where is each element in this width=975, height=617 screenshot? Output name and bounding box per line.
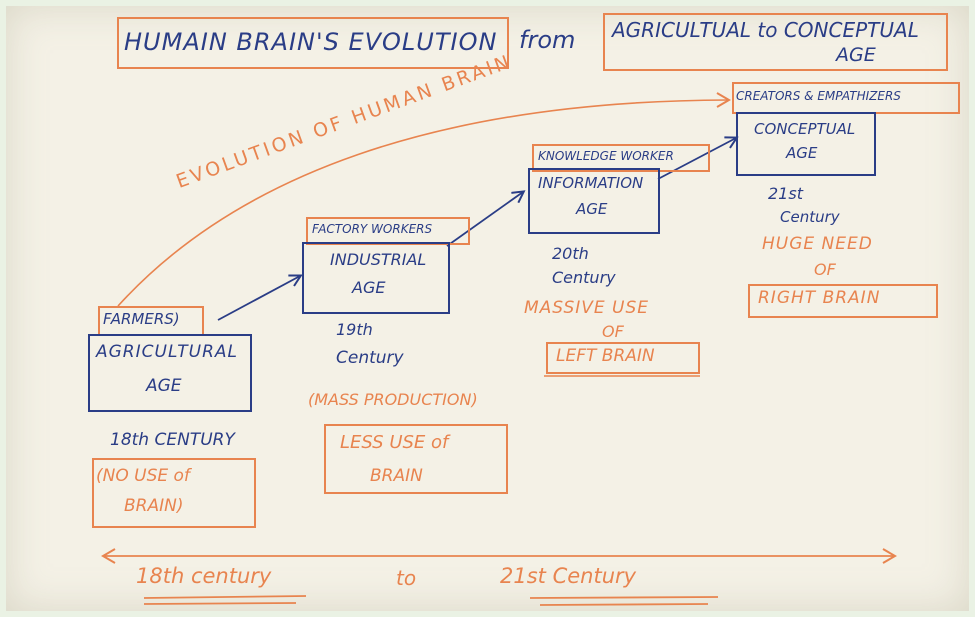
paper-sheet: HUMAIN BRAIN'S EVOLUTION from AGRICULTUA… (6, 6, 969, 611)
title-box-left (117, 17, 509, 69)
conceptual-century-line2: Century (780, 208, 840, 226)
industrial-note-line2: BRAIN (370, 466, 423, 486)
knowledge-worker-box (532, 144, 710, 172)
information-age-box (528, 168, 660, 234)
factory-workers-label: FACTORY WORKERS (312, 222, 433, 236)
agricultural-note-line2: BRAIN) (124, 496, 184, 516)
conceptual-note-line2: OF (814, 260, 836, 279)
conceptual-age-box (736, 112, 876, 176)
information-note-line3: LEFT BRAIN (556, 346, 655, 366)
conceptual-age-line1: CONCEPTUAL (754, 120, 856, 138)
timeline-start: 18th century (136, 564, 272, 588)
information-century-line2: Century (552, 268, 616, 287)
industrial-century-line2: Century (336, 348, 404, 368)
diagram-strokes (101, 13, 948, 606)
industrial-age-line2: AGE (352, 278, 386, 297)
knowledge-worker-label: KNOWLEDGE WORKER (538, 149, 674, 163)
title-from: from (519, 26, 576, 54)
agricultural-age-line2: AGE (146, 376, 182, 396)
timeline-underline-left-2 (143, 602, 297, 605)
conceptual-age-line2: AGE (786, 144, 818, 162)
title-part2: AGRICULTUAL to CONCEPTUAL (612, 18, 919, 42)
conceptual-century-line1: 21st (768, 184, 803, 203)
industrial-mass-production: (MASS PRODUCTION) (308, 390, 478, 409)
industrial-note-line1: LESS USE of (340, 432, 449, 453)
timeline-underline-left-1 (143, 595, 307, 599)
title-part3: AGE (836, 44, 876, 66)
factory-workers-box (306, 217, 470, 245)
agricultural-century: 18th CENTURY (110, 430, 235, 450)
information-note-line2: OF (602, 322, 624, 341)
timeline-underline-right-2 (539, 603, 709, 606)
industrial-note-box (324, 424, 508, 494)
arrow-industrial-to-information (446, 192, 523, 247)
left-brain-box (546, 342, 700, 374)
arrow-information-to-conceptual (657, 138, 736, 180)
conceptual-note-line3: RIGHT BRAIN (758, 288, 881, 308)
agricultural-age-line1: AGRICULTURAL (96, 342, 238, 362)
arrow-agri-to-industrial (217, 276, 300, 321)
agricultural-note-line1: (NO USE of (96, 466, 190, 486)
timeline-underline-right-1 (529, 596, 719, 599)
information-note-line1: MASSIVE USE (524, 298, 650, 318)
creators-label: CREATORS & EMPATHIZERS (736, 89, 901, 103)
agricultural-note-box (92, 458, 256, 528)
evolution-arc (117, 92, 731, 307)
farmers-label: FARMERS) (103, 310, 180, 328)
industrial-age-box (302, 242, 450, 314)
title-box-right (603, 13, 948, 71)
information-century-line1: 20th (552, 244, 589, 263)
right-brain-box (748, 284, 938, 318)
timeline-to: to (396, 566, 417, 590)
industrial-century-line1: 19th (336, 320, 373, 339)
agricultural-age-box (88, 334, 252, 412)
conceptual-note-line1: HUGE NEED (762, 234, 873, 254)
industrial-age-line1: INDUSTRIAL (330, 250, 427, 269)
title-part1: HUMAIN BRAIN'S EVOLUTION (124, 28, 498, 56)
timeline-end: 21st Century (500, 564, 637, 588)
information-age-line2: AGE (576, 200, 608, 218)
information-age-line1: INFORMATION (538, 174, 644, 192)
